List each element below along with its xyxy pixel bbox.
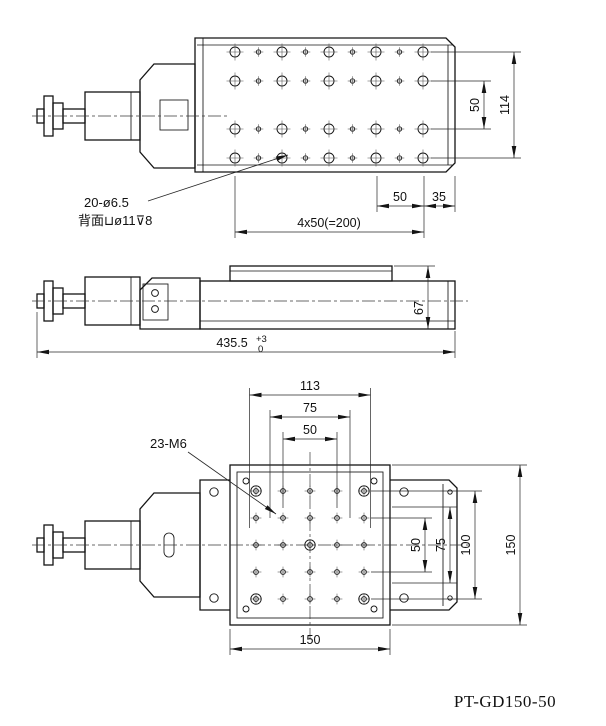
top-plate-outline xyxy=(194,37,456,173)
dim-row-span-text: 114 xyxy=(498,95,512,115)
bottom-view: 113 75 50 23-M6 50 75 100 150 150 xyxy=(32,379,527,655)
side-table xyxy=(229,265,393,282)
top-back-callout: 背面⊔ø11⊽8 xyxy=(78,213,152,228)
dim-100-right-text: 100 xyxy=(459,535,473,556)
bottom-table-corner-holes xyxy=(242,477,378,613)
bottom-housing xyxy=(139,492,201,598)
top-coupling-housing xyxy=(139,63,196,169)
dim-length-tol-lower: 0 xyxy=(258,344,263,355)
bottom-base-screws xyxy=(209,487,453,603)
bottom-hole-callout: 23-M6 xyxy=(150,436,187,451)
side-bracket xyxy=(142,283,169,321)
leader-line xyxy=(147,154,289,202)
dim-150-right-text: 150 xyxy=(504,535,518,556)
drawing-title: PT-GD150-50 xyxy=(454,692,556,711)
dim-length-tol-upper: +3 xyxy=(256,334,267,345)
top-view: 50 114 50 35 4x50(=200) 20-ø6.5 背面⊔ø11⊽8 xyxy=(32,37,521,238)
dim-col-span-text: 4x50(=200) xyxy=(297,216,361,230)
dim-50-top-text: 50 xyxy=(303,423,317,437)
dim-150-bottom-text: 150 xyxy=(300,633,321,647)
dim-height-text: 67 xyxy=(412,301,426,315)
dim-75-top-text: 75 xyxy=(303,401,317,415)
side-view: 67 435.5 +3 0 xyxy=(32,265,468,358)
top-hole-callout: 20-ø6.5 xyxy=(84,195,129,210)
dim-col-pitch-text: 50 xyxy=(393,190,407,204)
dim-end-offset-text: 35 xyxy=(432,190,446,204)
top-coupling-window xyxy=(159,99,189,131)
dim-50-right-text: 50 xyxy=(409,538,423,552)
top-view-holes xyxy=(226,43,432,167)
dim-75-right-text: 75 xyxy=(434,538,448,552)
side-housing xyxy=(139,277,201,330)
dim-113-text: 113 xyxy=(300,379,320,393)
side-bracket-holes xyxy=(151,289,159,313)
dim-length-text: 435.5 xyxy=(216,336,247,350)
leader-line xyxy=(187,451,277,515)
dim-row-pitch-text: 50 xyxy=(468,98,482,112)
